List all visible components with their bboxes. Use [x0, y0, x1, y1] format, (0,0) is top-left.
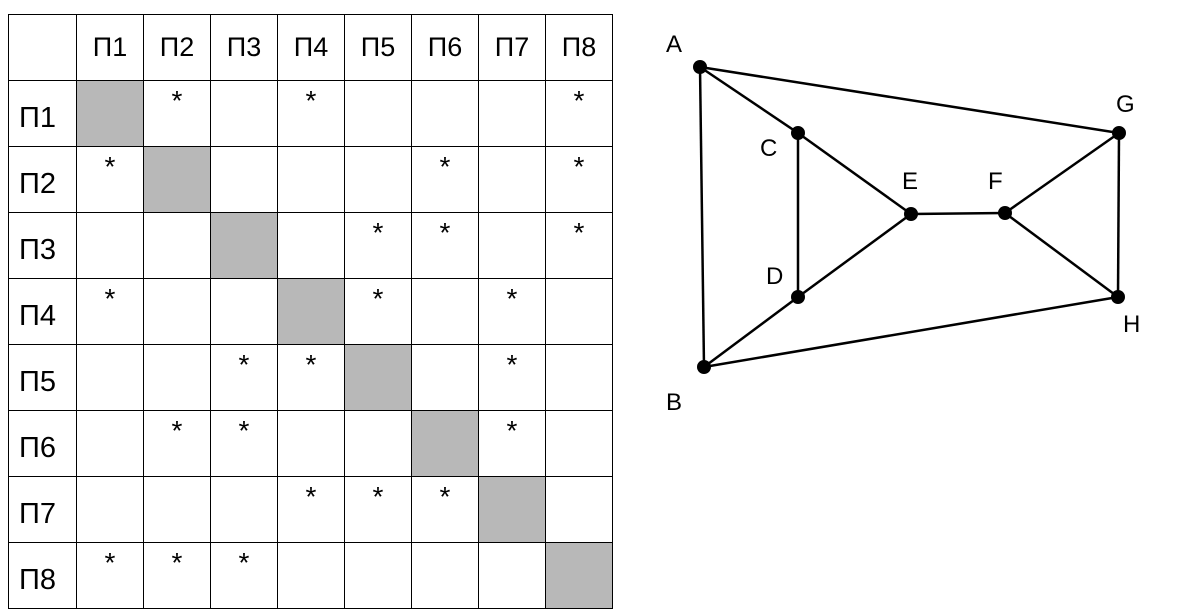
node-A — [693, 60, 707, 74]
table-cell: * — [478, 344, 546, 411]
corner-cell — [8, 14, 77, 81]
node-label-E: E — [902, 168, 918, 195]
node-label-C: C — [760, 135, 777, 162]
node-label-B: B — [666, 389, 682, 416]
table-cell — [478, 146, 546, 213]
table-cell — [478, 542, 546, 609]
node-B — [697, 360, 711, 374]
node-C — [791, 126, 805, 140]
column-header: П8 — [545, 14, 613, 81]
table-cell: * — [210, 542, 278, 609]
table-cell: * — [76, 542, 144, 609]
table-cell: * — [545, 146, 613, 213]
table-cell — [143, 476, 211, 543]
table-cell: * — [478, 278, 546, 345]
diagonal-cell — [545, 542, 613, 609]
table-cell — [545, 476, 613, 543]
column-header: П3 — [210, 14, 278, 81]
table-cell: * — [277, 476, 345, 543]
row-header: П3 — [8, 212, 77, 279]
edge-E-F — [910, 211, 1006, 216]
table-cell: * — [411, 476, 479, 543]
diagonal-cell — [478, 476, 546, 543]
column-header: П7 — [478, 14, 546, 81]
edge-F-H — [1004, 211, 1119, 299]
table-row: П4*** — [8, 278, 613, 345]
node-label-H: H — [1123, 311, 1140, 338]
table-cell — [143, 344, 211, 411]
node-F — [998, 206, 1012, 220]
column-header: П4 — [277, 14, 345, 81]
table-cell — [277, 146, 345, 213]
column-header: П6 — [411, 14, 479, 81]
table-cell: * — [143, 80, 211, 147]
table-cell — [277, 542, 345, 609]
node-label-G: G — [1116, 91, 1135, 118]
table-cell — [411, 542, 479, 609]
edge-B-H — [703, 295, 1119, 369]
table-cell: * — [344, 476, 412, 543]
node-D — [791, 290, 805, 304]
table-cell: * — [411, 212, 479, 279]
table-cell — [143, 212, 211, 279]
diagonal-cell — [143, 146, 211, 213]
row-header: П7 — [8, 476, 77, 543]
row-header: П8 — [8, 542, 77, 609]
diagonal-cell — [210, 212, 278, 279]
table-cell: * — [76, 278, 144, 345]
edge-F-G — [1004, 131, 1120, 215]
table-cell — [344, 542, 412, 609]
edge-A-G — [699, 65, 1120, 135]
table-cell: * — [545, 80, 613, 147]
edge-C-E — [797, 131, 912, 216]
column-header: П5 — [344, 14, 412, 81]
diagonal-cell — [76, 80, 144, 147]
table-cell — [76, 476, 144, 543]
table-row: П7*** — [8, 476, 613, 543]
edge-D-B — [703, 295, 799, 369]
edge-A-C — [699, 65, 799, 135]
diagonal-cell — [344, 344, 412, 411]
node-label-A: A — [666, 31, 682, 58]
table-cell: * — [210, 344, 278, 411]
diagonal-cell — [277, 278, 345, 345]
table-cell — [210, 80, 278, 147]
node-H — [1111, 290, 1125, 304]
table-row: П8*** — [8, 542, 613, 609]
graph-diagram: A B C D E F G H — [666, 31, 1140, 416]
table-cell: * — [344, 278, 412, 345]
table-cell — [277, 212, 345, 279]
row-header: П4 — [8, 278, 77, 345]
node-label-F: F — [988, 168, 1003, 195]
edge-G-H — [1116, 132, 1121, 298]
node-label-D: D — [766, 263, 783, 290]
table-cell — [411, 344, 479, 411]
table-cell: * — [76, 146, 144, 213]
table-row: П3*** — [8, 212, 613, 279]
table-cell: * — [545, 212, 613, 279]
edge-D-E — [797, 212, 912, 299]
node-E — [904, 207, 918, 221]
edge-A-B — [698, 66, 706, 368]
table-row: П1*** — [8, 80, 613, 147]
node-G — [1112, 126, 1126, 140]
table-cell — [210, 476, 278, 543]
table-cell: * — [143, 542, 211, 609]
table-cell — [76, 344, 144, 411]
table-cell — [545, 344, 613, 411]
row-header: П1 — [8, 80, 77, 147]
